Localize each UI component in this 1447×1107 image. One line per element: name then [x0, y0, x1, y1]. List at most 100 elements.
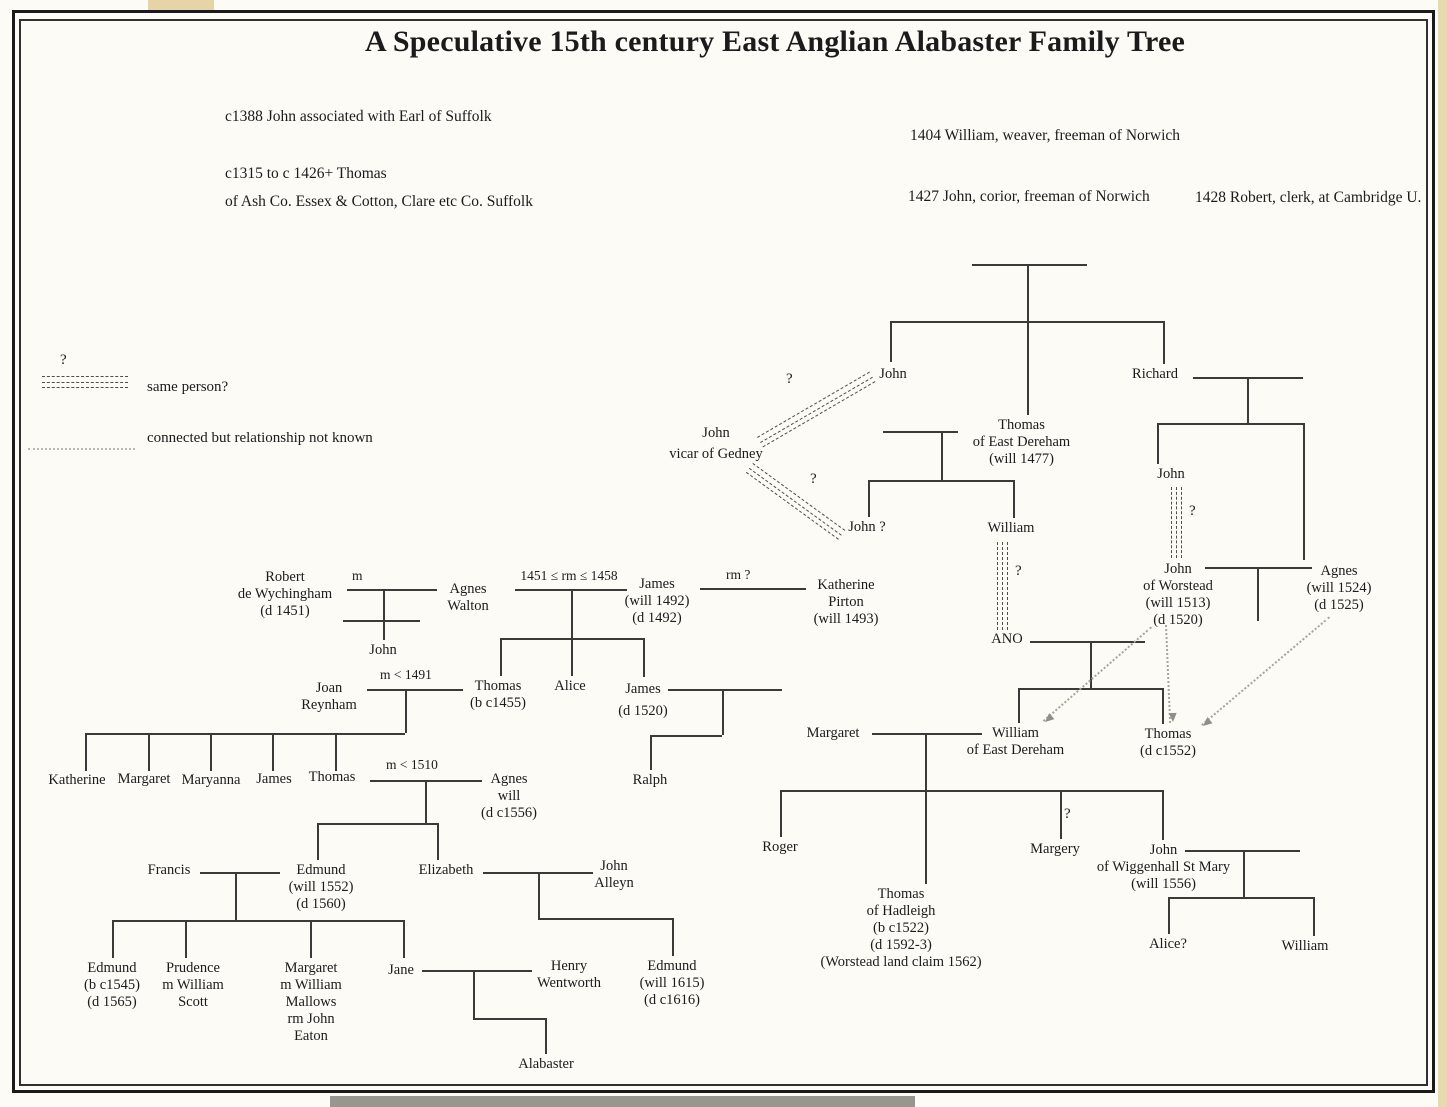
connector-line	[925, 790, 927, 884]
person-margaret-wife: Margaret	[806, 725, 860, 741]
connector-line	[85, 733, 405, 735]
person-john-gen1: John	[879, 366, 907, 382]
connector-line	[722, 689, 724, 735]
question-mark: ?	[1064, 806, 1071, 822]
same-person-link	[997, 542, 1008, 630]
connector-line	[1162, 790, 1164, 840]
connector-line	[925, 733, 927, 790]
connector-line	[1168, 897, 1170, 934]
person-john-of-wiggenhall: John of Wiggenhall St Mary (will 1556)	[1096, 842, 1231, 892]
person-katherine-pirton: Katherine Pirton (will 1493)	[813, 577, 879, 627]
marriage-bar	[422, 970, 532, 972]
annotation-john-1427: 1427 John, corior, freeman of Norwich	[908, 188, 1150, 205]
person-agnes-walton: Agnes Walton	[447, 581, 489, 614]
unknown-relation-link	[1165, 625, 1172, 723]
connector-line	[112, 920, 403, 922]
marriage-bar	[668, 689, 782, 691]
question-mark: ?	[1189, 503, 1196, 519]
person-james-child: James	[256, 771, 292, 787]
connector-line	[473, 1018, 545, 1020]
marriage-label-m: m	[352, 568, 363, 583]
person-katherine-child: Katherine	[48, 772, 106, 788]
marriage-label-rm-range: 1451 ≤ rm ≤ 1458	[520, 568, 618, 583]
person-william-wiggenhall: William	[1281, 938, 1329, 954]
marriage-label-m1510: m < 1510	[386, 757, 438, 772]
marriage-bar	[1030, 641, 1145, 643]
person-alice: Alice	[554, 678, 586, 694]
connector-line	[335, 733, 337, 771]
arrowhead	[1042, 713, 1055, 726]
connector-line	[1243, 850, 1245, 897]
marriage-bar	[883, 431, 958, 433]
connector-line	[538, 872, 540, 918]
person-john-son-of-richard: John	[1157, 466, 1185, 482]
connector-line	[780, 790, 782, 837]
connector-line	[1018, 688, 1020, 723]
person-henry-wentworth: Henry Wentworth	[536, 958, 602, 991]
connector-line	[1013, 480, 1015, 518]
legend-same-person-symbol	[42, 376, 128, 393]
person-alice-query: Alice?	[1149, 936, 1187, 952]
person-thomas-east-dereham: Thomas of East Dereham (will 1477)	[972, 417, 1071, 467]
page-title: A Speculative 15th century East Anglian …	[365, 25, 1185, 58]
connector-line	[272, 733, 274, 771]
question-mark: ?	[810, 471, 817, 487]
connector-line	[1303, 423, 1305, 560]
marriage-bar	[872, 733, 982, 735]
unknown-relation-link	[1201, 616, 1330, 726]
connector-line	[1163, 321, 1165, 364]
scan-top-patch	[148, 0, 214, 12]
person-prudence: Prudence m William Scott	[162, 960, 224, 1010]
connector-line	[473, 970, 475, 1018]
connector-line	[972, 264, 1087, 266]
legend-question-mark: ?	[60, 352, 67, 368]
connector-line	[210, 733, 212, 771]
person-jane: Jane	[388, 962, 414, 978]
connector-line	[437, 823, 439, 860]
connector-line	[571, 638, 573, 676]
connector-line	[148, 733, 150, 771]
connector-line	[1168, 897, 1313, 899]
connector-line	[1027, 321, 1029, 415]
connector-line	[672, 918, 674, 956]
same-person-link	[743, 463, 846, 543]
person-john-alleyn: John Alleyn	[594, 858, 634, 891]
connector-line	[185, 920, 187, 958]
connector-line	[1060, 790, 1062, 839]
person-thomas-1552: Thomas (d c1552)	[1140, 726, 1196, 759]
person-robert-de-wychingham: Robert de Wychingham (d 1451)	[237, 569, 333, 619]
connector-line	[1257, 567, 1259, 621]
connector-line	[425, 780, 427, 823]
connector-line	[1090, 641, 1092, 688]
connector-line	[1157, 423, 1159, 464]
person-thomas-1455: Thomas (b c1455)	[470, 678, 526, 711]
connector-line	[405, 689, 407, 733]
connector-line	[343, 620, 420, 622]
person-richard: Richard	[1132, 366, 1178, 382]
connector-line	[1018, 688, 1162, 690]
question-mark: ?	[786, 371, 793, 387]
person-alabaster: Alabaster	[518, 1056, 574, 1072]
connector-line	[868, 480, 1013, 482]
person-margery: Margery	[1030, 841, 1080, 857]
connector-line	[890, 321, 1163, 323]
marriage-bar	[1185, 850, 1300, 852]
person-john-vicar-of-gedney: John vicar of Gedney	[669, 425, 763, 463]
person-ralph: Ralph	[632, 772, 668, 788]
connector-line	[317, 823, 437, 825]
marriage-bar	[200, 872, 280, 874]
connector-line	[643, 638, 645, 677]
legend-unknown-relation-label: connected but relationship not known	[147, 430, 373, 446]
person-margaret-mallows: Margaret m William Mallows rm John Eaton	[280, 960, 342, 1044]
connector-line	[383, 589, 385, 640]
marriage-label-rm-q: rm ?	[726, 567, 751, 582]
connector-line	[1157, 423, 1305, 425]
person-william-of-east-dereham: William of East Dereham	[966, 725, 1065, 758]
scan-bottom-smudge	[330, 1096, 915, 1107]
connector-line	[500, 638, 502, 676]
annotation-thomas-1315: c1315 to c 1426+ Thomas of Ash Co. Essex…	[225, 165, 533, 210]
person-margaret-child: Margaret	[117, 771, 171, 787]
connector-line	[941, 431, 943, 480]
person-john-wychingham: John	[369, 642, 397, 658]
question-mark: ?	[1015, 563, 1022, 579]
